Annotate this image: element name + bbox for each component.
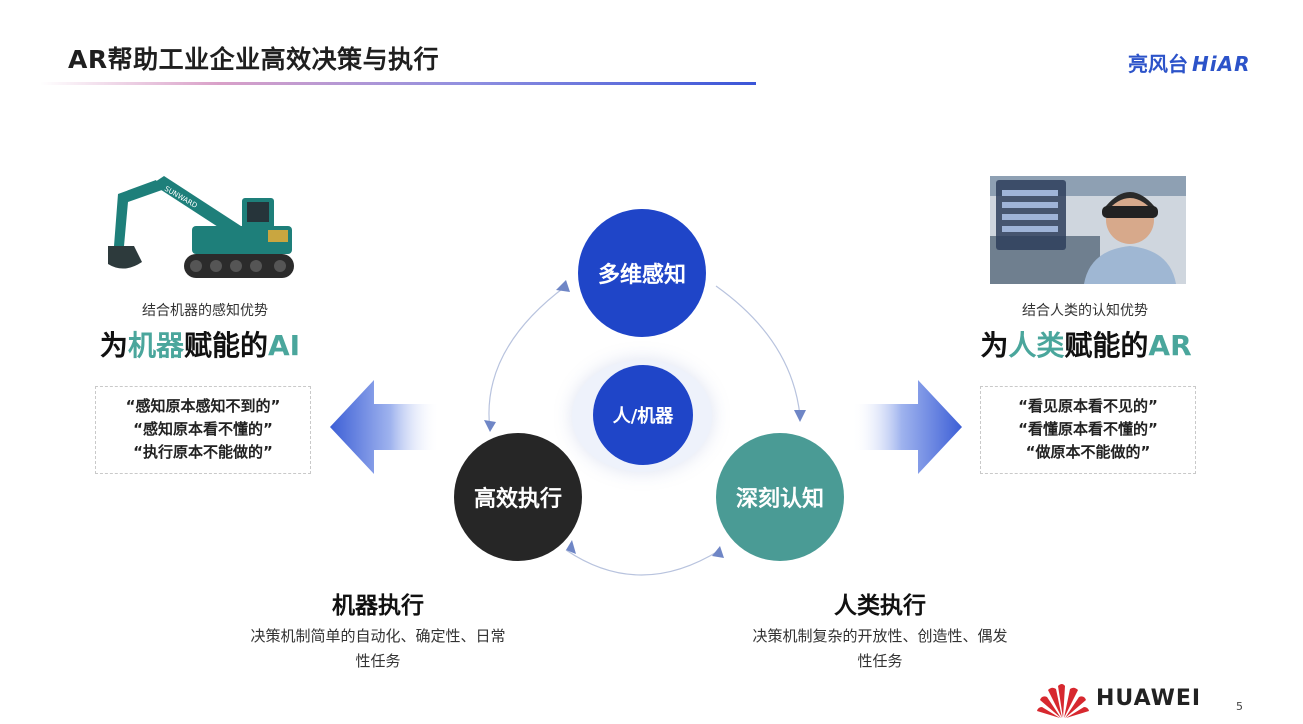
right-headline-pre: 为	[980, 329, 1009, 362]
left-quote: “感知原本感知不到的”	[125, 397, 281, 415]
left-caption: 结合机器的感知优势	[142, 303, 268, 319]
machine-execution-desc: 决策机制简单的自动化、确定性、日常 性任务	[228, 624, 528, 674]
left-headline: 为机器赋能的AI	[50, 324, 350, 364]
right-headline: 为人类赋能的AR	[936, 324, 1236, 364]
human-execution-desc-line: 性任务	[857, 652, 903, 670]
left-arrow-icon	[330, 380, 440, 474]
circle-human-machine: 人/机器	[593, 365, 693, 465]
left-quote: “执行原本不能做的”	[133, 443, 273, 461]
title-underline	[40, 82, 756, 85]
left-headline-highlight2: AI	[267, 329, 301, 362]
machine-execution-desc-line: 性任务	[355, 652, 401, 670]
right-caption: 结合人类的认知优势	[1022, 303, 1148, 319]
right-headline-highlight: 人类	[1008, 329, 1065, 362]
machine-execution-desc-line: 决策机制简单的自动化、确定性、日常	[250, 627, 506, 645]
left-quote-box: “感知原本感知不到的” “感知原本看不懂的” “执行原本不能做的”	[95, 386, 311, 474]
page-title: AR帮助工业企业高效决策与执行	[68, 45, 440, 74]
right-arrow-icon	[852, 380, 962, 474]
right-headline-mid: 赋能的	[1064, 329, 1149, 362]
human-execution-desc: 决策机制复杂的开放性、创造性、偶发 性任务	[730, 624, 1030, 674]
right-headline-highlight2: AR	[1148, 329, 1192, 362]
cycle-connector-arcs	[484, 280, 806, 576]
circle-multidimensional-perception: 多维感知	[578, 209, 706, 337]
excavator-image: SUNWARD	[108, 176, 294, 278]
left-headline-pre: 为	[99, 329, 128, 362]
brand-prefix: 亮风台	[1128, 52, 1188, 76]
huawei-logo-icon	[1037, 684, 1089, 718]
circle-deep-cognition: 深刻认知	[716, 433, 844, 561]
ar-glasses-worker-image	[990, 176, 1186, 284]
left-quote: “感知原本看不懂的”	[133, 420, 273, 438]
right-quote-box: “看见原本看不见的” “看懂原本看不懂的” “做原本不能做的”	[980, 386, 1196, 474]
left-headline-mid: 赋能的	[183, 329, 268, 362]
right-quote: “看懂原本看不懂的”	[1018, 420, 1158, 438]
machine-execution-title: 机器执行	[332, 593, 424, 619]
brand-suffix: HiAR	[1192, 52, 1251, 76]
human-execution-desc-line: 决策机制复杂的开放性、创造性、偶发	[752, 627, 1008, 645]
right-quote: “看见原本看不见的”	[1018, 397, 1158, 415]
huawei-logo-text: HUAWEI	[1096, 686, 1202, 711]
right-quote: “做原本不能做的”	[1025, 443, 1151, 461]
human-execution-title: 人类执行	[834, 593, 926, 619]
page-number: 5	[1236, 700, 1243, 713]
left-headline-highlight: 机器	[127, 329, 184, 362]
circle-efficient-execution: 高效执行	[454, 433, 582, 561]
